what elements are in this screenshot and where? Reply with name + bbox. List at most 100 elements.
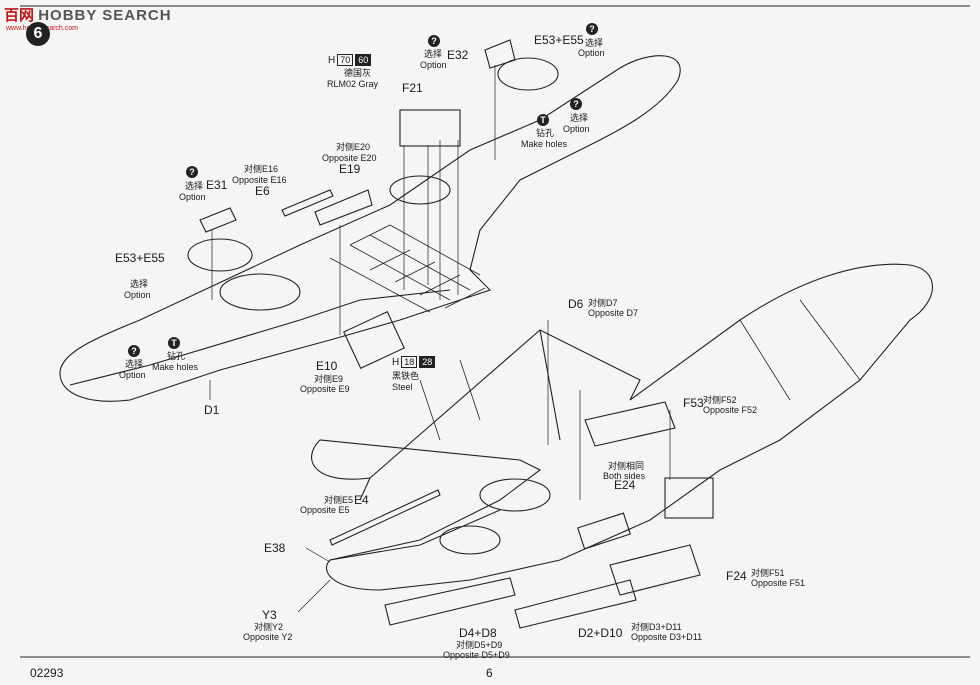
label-e32: E32 [447,48,469,62]
label-d2: D2+D10 [578,626,623,640]
paint-gray-num1: 70 [337,54,354,66]
label-e10: E10 [316,359,338,373]
d7-cn: 对侧D7 [588,298,618,308]
label-y3: Y3 [262,608,277,622]
both-en: Both sides [603,471,646,481]
lower-wheel-well-2 [439,525,501,555]
lower-wing-panels [419,299,861,441]
paint-steel-letter: H [392,357,400,368]
label-f53: F53 [683,396,704,410]
drill-icon: T [537,114,549,126]
d7-en: Opposite D7 [588,308,639,318]
question-icon: ? [128,345,140,357]
watermark-text: HOBBY SEARCH [38,7,172,24]
d3-en: Opposite D3+D11 [631,632,703,642]
opt5-en: Option [124,290,151,300]
part-e6-shape [281,189,334,217]
label-e4: E4 [354,493,369,507]
e9-cn: 对侧E9 [314,374,344,384]
watermark: 百网 HOBBY SEARCH [4,4,172,25]
question-icon: ? [570,98,582,110]
part-e53-left-shape [187,238,253,272]
lower-wheel-well-1 [479,478,551,512]
e5-en: Opposite E5 [300,505,350,515]
part-e10-grille [343,311,405,369]
f51-cn: 对侧F51 [751,568,785,578]
option-icon-1: ? [428,35,440,47]
d5-cn: 对侧D5+D9 [456,640,503,650]
option-icon-6: ? [128,345,140,357]
opt2-en: Option [578,48,605,58]
label-e19: E19 [339,162,361,176]
e20-cn: 对侧E20 [336,142,371,152]
upper-wing-ribs [329,224,486,313]
drill2-cn: 钻孔 [167,351,186,361]
d3-cn: 对侧D3+D11 [631,622,682,632]
opt1-cn: 选择 [424,49,443,59]
y2-cn: 对侧Y2 [254,622,284,632]
opt3-en: Option [563,124,590,134]
footer-code: 02293 [30,666,64,680]
opt4-cn: 选择 [185,181,204,191]
watermark-brand: 百网 [4,7,35,24]
opt6-en: Option [119,370,146,380]
drill-icon-1: T [537,114,549,126]
part-e4-shape [329,489,441,546]
label-f21: F21 [402,81,423,95]
label-d4: D4+D8 [459,626,497,640]
upper-wing-outline [59,55,681,402]
drill1-en: Make holes [521,139,568,149]
upper-wheel-well-right [389,175,451,205]
paint-steel-en: Steel [392,382,413,392]
question-icon: ? [586,23,598,35]
part-e19-shape [314,189,373,226]
label-e38: E38 [264,541,286,555]
lower-wing-leading-edge [329,329,561,561]
label-e6: E6 [255,184,270,198]
label-e24: E24 [614,478,636,492]
label-e31: E31 [206,178,228,192]
label-d6: D6 [568,297,584,311]
y2-en: Opposite Y2 [243,632,293,642]
paint-steel-num1: 18 [401,356,418,368]
paint-gray-cn: 德国灰 [344,68,372,78]
drill-icon: T [168,337,180,349]
e20-en: Opposite E20 [322,153,377,163]
both-cn: 对侧相同 [608,461,645,471]
lower-guide-lines [297,320,671,613]
part-d4-shape [384,577,516,626]
part-e31-shape [199,207,237,233]
option-icon-3: ? [570,98,582,110]
paint-steel-cn: 黑铁色 [392,371,420,381]
lower-grille [577,512,631,550]
question-icon: ? [186,166,198,178]
opt1-en: Option [420,60,447,70]
option-icon-2: ? [586,23,598,35]
e16-cn: 对侧E16 [244,164,279,174]
paint-gray-en: RLM02 Gray [327,79,379,89]
part-f24-shape [609,544,701,596]
label-e53-top: E53+E55 [534,33,584,47]
opt3-cn: 选择 [570,113,589,123]
part-d2-shape [514,579,637,629]
f52-en: Opposite F52 [703,405,758,415]
paint-gray-num2: 60 [355,54,372,66]
label-e53-left: E53+E55 [115,251,165,265]
e9-en: Opposite E9 [300,384,350,394]
label-f24: F24 [726,569,747,583]
part-e53-top-shape [497,57,559,91]
f52-cn: 对侧F52 [703,395,737,405]
opt6-cn: 选择 [125,359,144,369]
paint-steel-num2: 28 [419,356,436,368]
part-e32-shape [484,39,516,69]
d5-en: Opposite D5+D9 [443,650,510,660]
upper-wing-trailing-edge [69,289,451,386]
option-icon-4: ? [186,166,198,178]
paint-gray-letter: H [328,55,336,66]
upper-wheel-well-left [219,273,301,311]
f51-en: Opposite F51 [751,578,806,588]
